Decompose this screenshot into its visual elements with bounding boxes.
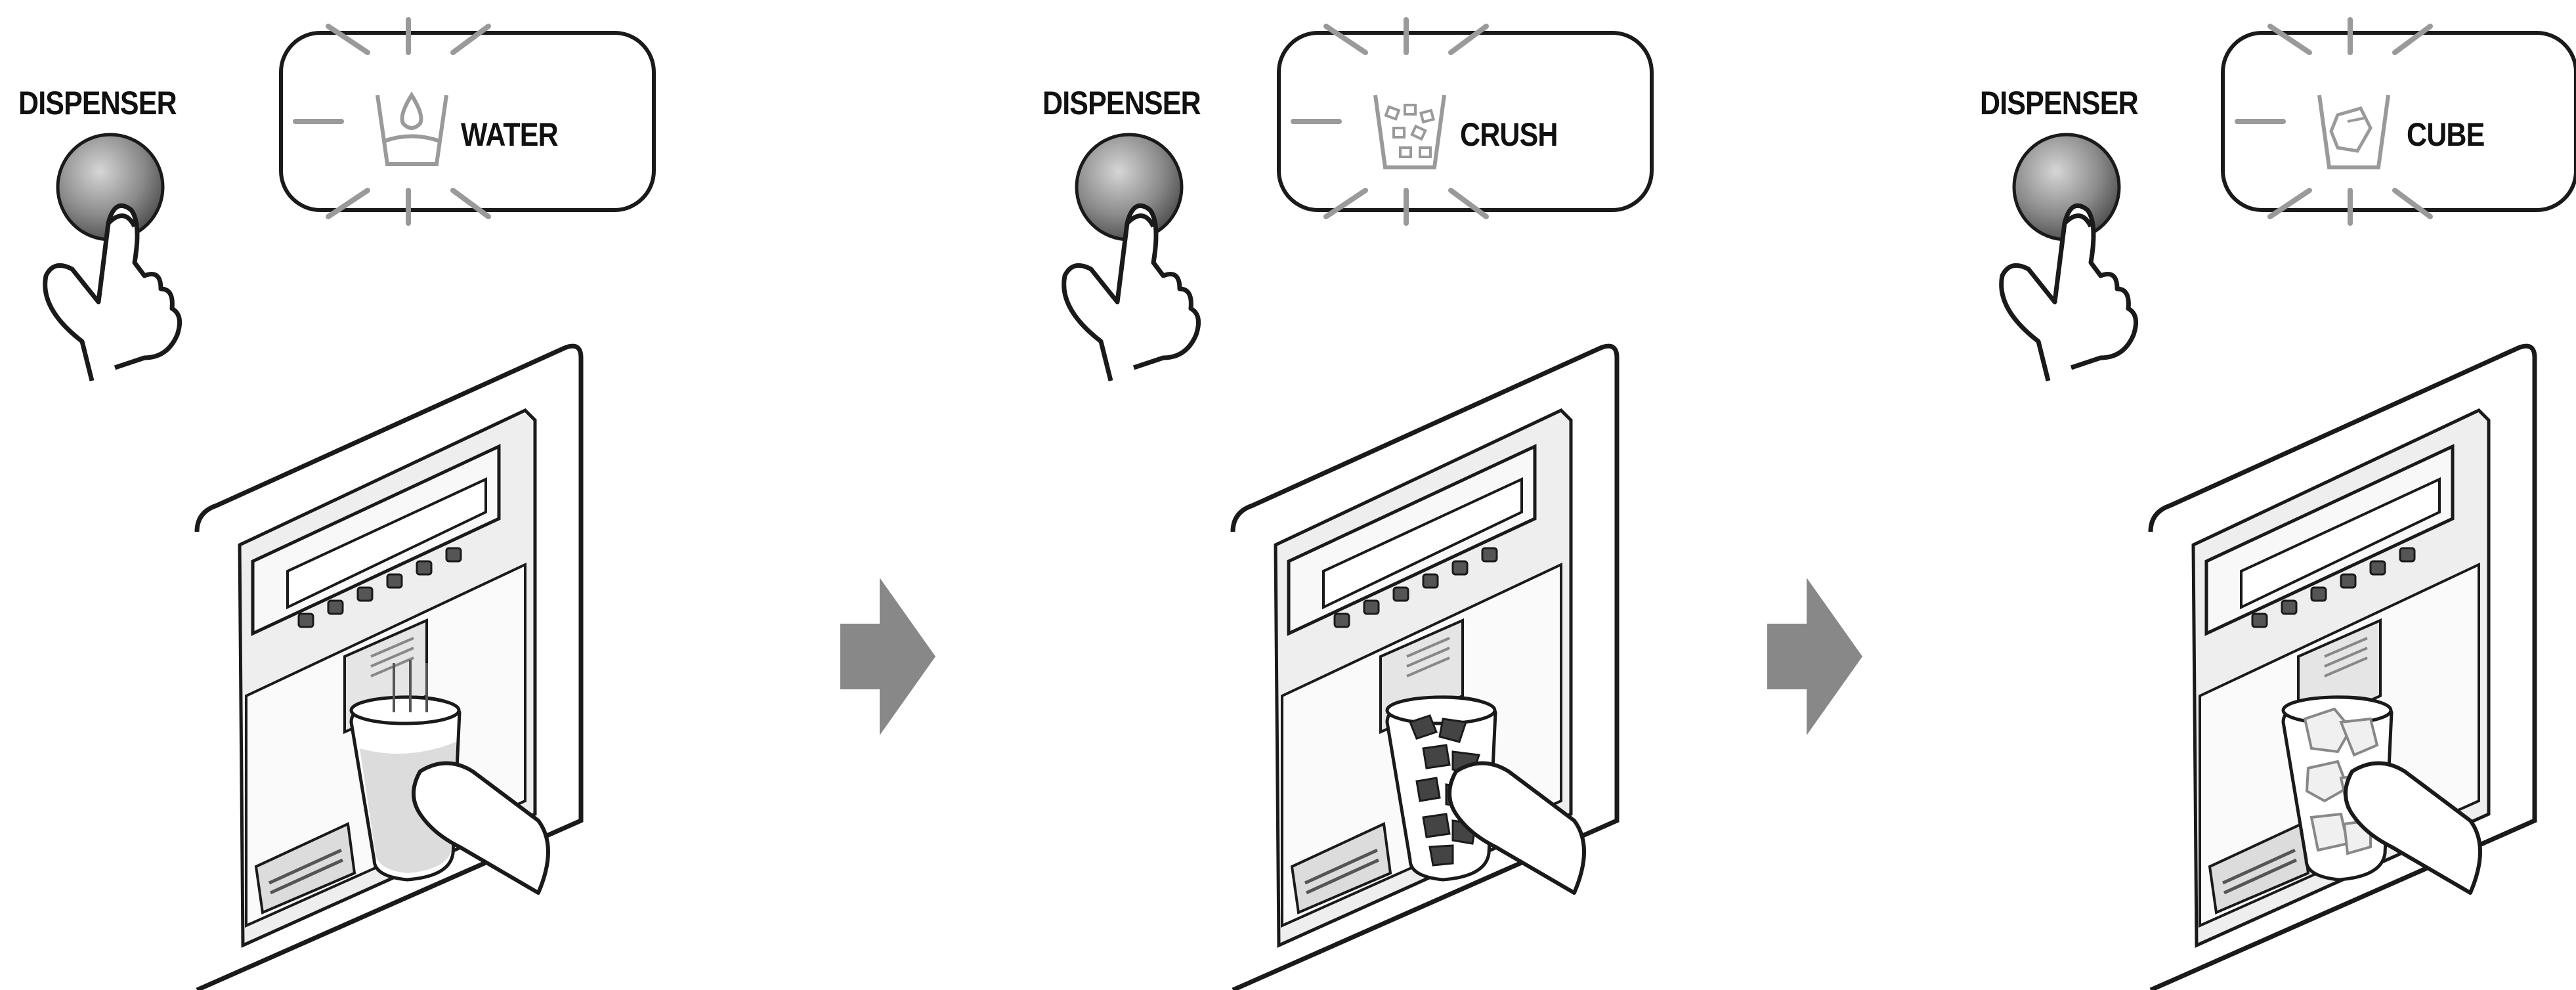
step-crush-panel: DISPENSER	[859, 0, 1717, 990]
mode-label: WATER	[461, 116, 558, 154]
water-step-illustration	[0, 0, 859, 990]
mode-label: CUBE	[2407, 116, 2484, 154]
mode-label: CRUSH	[1460, 116, 1558, 154]
step-cube-panel: DISPENSER	[1717, 0, 2576, 990]
mode-display	[2223, 20, 2576, 223]
pressing-hand-icon	[1064, 205, 1199, 381]
pressing-hand-icon	[45, 205, 180, 381]
dispenser-unit	[1233, 346, 1617, 990]
dispenser-unit	[197, 346, 581, 990]
crush-step-illustration	[859, 0, 1717, 990]
step-water-panel: DISPENSER	[0, 0, 859, 990]
pressing-hand-icon	[2002, 205, 2136, 381]
dispenser-unit	[2151, 346, 2535, 990]
